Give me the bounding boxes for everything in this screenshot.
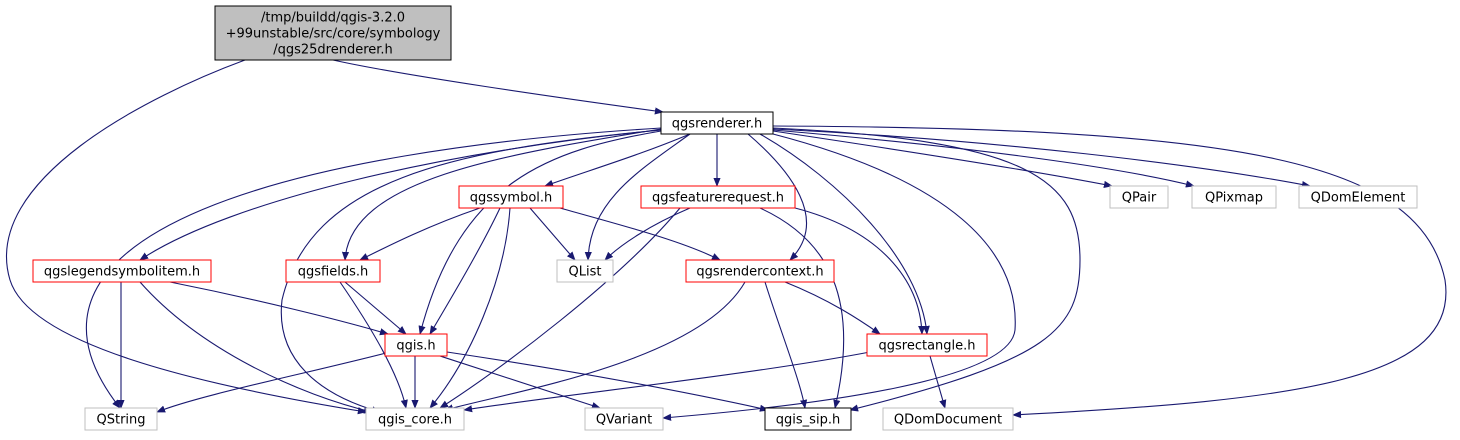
edge-qgssymbol-to-qgsrendercontext (559, 207, 721, 261)
node-qgis_core[interactable]: qgis_core.h (365, 407, 465, 431)
node-box-qlist (556, 259, 614, 283)
node-root[interactable]: /tmp/buildd/qgis-3.2.0+99unstable/src/co… (214, 5, 452, 61)
node-box-qgsrendercontext (685, 259, 835, 283)
node-label-qgsrendercontext: qgsrendercontext.h (696, 265, 823, 280)
nodes-layer: /tmp/buildd/qgis-3.2.0+99unstable/src/co… (32, 5, 1418, 431)
node-label-qgsfields: qgsfields.h (298, 265, 368, 280)
edge-qgssymbol-to-qlist (529, 207, 576, 261)
edge-qgsrenderer-to-qlist (584, 133, 691, 261)
node-box-root (214, 5, 452, 61)
edge-qgsrendercontext-to-qgis_sip (764, 281, 808, 409)
node-qgis_sip[interactable]: qgis_sip.h (764, 407, 852, 431)
edge-qgsfeaturerequest-to-qgsrectangle (794, 207, 926, 335)
node-box-qdomelement (1298, 185, 1418, 209)
node-label-qlist: QList (569, 265, 602, 280)
node-label-qstring: QString (96, 413, 145, 428)
edge-qgsrendercontext-to-qgsrectangle (784, 281, 881, 335)
edge-qgsfeaturerequest-to-qgis_sip (759, 207, 845, 409)
edge-qgsfeaturerequest-to-qgis_core (439, 207, 681, 409)
node-label-qgsrectangle: qgsrectangle.h (878, 339, 975, 354)
edge-qgsrectangle-to-qgis_core (463, 351, 871, 413)
node-label-root-line-1: +99unstable/src/core/symbology (226, 27, 441, 42)
edge-qgsrendercontext-to-qgis_core (444, 281, 746, 412)
node-qgis[interactable]: qgis.h (384, 333, 448, 357)
node-label-root-line-0: /tmp/buildd/qgis-3.2.0 (261, 11, 405, 26)
edge-qgsrenderer-to-qgssymbol (544, 133, 691, 187)
edge-qgsfeaturerequest-to-qlist (604, 207, 691, 261)
edge-qgsrenderer-to-qpair (772, 130, 1113, 188)
node-box-qpair (1109, 185, 1169, 209)
node-box-qstring (84, 407, 158, 431)
edge-qgsrenderer-to-qstring (85, 127, 662, 409)
node-qgsrenderer[interactable]: qgsrenderer.h (660, 111, 774, 135)
edge-qgsrenderer-to-qpixmap (772, 129, 1195, 188)
node-qgsrectangle[interactable]: qgsrectangle.h (866, 333, 988, 357)
node-box-qgslegendsymbolitem (32, 259, 212, 283)
edge-root-to-qgsrenderer (332, 59, 664, 115)
edge-qgsrenderer-to-qdomdocument (772, 125, 1447, 419)
node-qgslegendsymbolitem[interactable]: qgslegendsymbolitem.h (32, 259, 212, 283)
edge-qgsrenderer-to-qgsrendercontext (747, 133, 808, 261)
node-label-qgis_sip: qgis_sip.h (776, 413, 840, 428)
node-qgsfields[interactable]: qgsfields.h (285, 259, 381, 283)
node-label-qgis: qgis.h (396, 339, 435, 354)
node-label-qgsfeaturerequest: qgsfeaturerequest.h (652, 191, 784, 206)
edge-qgsrectangle-to-qdomdocument (929, 355, 947, 409)
node-box-qgis (384, 333, 448, 357)
edge-qgsrenderer-to-qgis_core (280, 129, 662, 414)
node-label-root-line-2: /qgs25drenderer.h (273, 43, 393, 58)
node-label-qgsrenderer: qgsrenderer.h (672, 117, 762, 132)
node-box-qgsrectangle (866, 333, 988, 357)
node-label-qvariant: QVariant (596, 413, 652, 428)
node-label-qgis_core: qgis_core.h (378, 413, 452, 428)
node-label-qgslegendsymbolitem: qgslegendsymbolitem.h (44, 265, 200, 280)
edge-qgsrenderer-to-qvariant (662, 133, 1016, 421)
node-box-qdomdocument (882, 407, 1014, 431)
node-qdomdocument[interactable]: QDomDocument (882, 407, 1014, 431)
edge-qgis-to-qstring (156, 351, 391, 413)
node-box-qgis_core (365, 407, 465, 431)
node-box-qgsrenderer (660, 111, 774, 135)
edge-qgsfields-to-qgis (344, 281, 407, 335)
node-box-qgsfeaturerequest (640, 185, 796, 209)
edges-layer (6, 59, 1447, 421)
node-qpair[interactable]: QPair (1109, 185, 1169, 209)
node-qgssymbol[interactable]: qgssymbol.h (458, 185, 564, 209)
node-qgsrendercontext[interactable]: qgsrendercontext.h (685, 259, 835, 283)
node-qstring[interactable]: QString (84, 407, 158, 431)
edge-qgssymbol-to-qgis_core (429, 207, 511, 409)
node-box-qpixmap (1191, 185, 1277, 209)
edge-root-to-qgis_core (6, 59, 367, 415)
edge-qgsrenderer-to-qgis (418, 130, 662, 335)
edge-qgslegendsymbolitem-to-qgis (169, 281, 389, 336)
edge-qgsrenderer-to-qgsfields (341, 128, 662, 261)
node-box-qvariant (584, 407, 664, 431)
node-label-qgssymbol: qgssymbol.h (470, 191, 553, 206)
node-label-qdomelement: QDomElement (1311, 191, 1406, 206)
edge-qgis-to-qvariant (439, 355, 601, 409)
node-label-qpair: QPair (1122, 191, 1157, 206)
edge-qgsrenderer-to-qgsrectangle (759, 133, 930, 335)
node-box-qgsfields (285, 259, 381, 283)
node-qgsfeaturerequest[interactable]: qgsfeaturerequest.h (640, 185, 796, 209)
edge-qgssymbol-to-qgis (429, 207, 501, 335)
node-box-qgssymbol (458, 185, 564, 209)
node-label-qdomdocument: QDomDocument (894, 413, 1002, 428)
node-qlist[interactable]: QList (556, 259, 614, 283)
node-qdomelement[interactable]: QDomElement (1298, 185, 1418, 209)
edge-qgis-to-qgis_sip (446, 351, 769, 412)
node-qvariant[interactable]: QVariant (584, 407, 664, 431)
node-qpixmap[interactable]: QPixmap (1191, 185, 1277, 209)
node-box-qgis_sip (764, 407, 852, 431)
edge-qgsrenderer-to-qgis_sip (772, 127, 1081, 412)
edge-qgssymbol-to-qgsfields (359, 207, 481, 261)
node-label-qpixmap: QPixmap (1205, 191, 1263, 206)
edge-qgslegendsymbolitem-to-qgis_core (139, 281, 373, 414)
